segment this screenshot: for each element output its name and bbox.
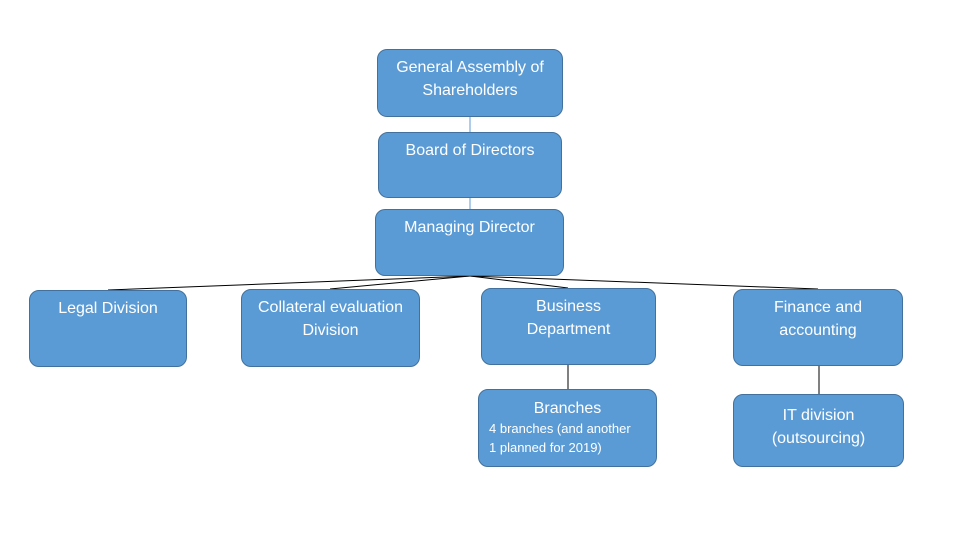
edge-managing-collateral bbox=[329, 275, 471, 290]
node-label: Branches bbox=[533, 400, 602, 417]
edge-managing-finance bbox=[469, 275, 819, 290]
node-board-of-directors: Board of Directors bbox=[378, 132, 562, 198]
node-general-assembly: General Assembly of Shareholders bbox=[377, 49, 563, 117]
node-finance-accounting: Finance and accounting bbox=[733, 289, 903, 366]
node-business-department: Business Department bbox=[481, 288, 656, 365]
node-managing-director: Managing Director bbox=[375, 209, 564, 276]
node-sublabel: 4 branches (and another bbox=[489, 421, 631, 436]
node-label: Collateral evaluation Division bbox=[258, 299, 403, 339]
node-label: IT division (outsourcing) bbox=[771, 407, 866, 447]
edge-managing-legal bbox=[107, 275, 471, 291]
edge-managing-business bbox=[469, 275, 569, 289]
node-label: Managing Director bbox=[404, 219, 535, 236]
node-collateral-evaluation: Collateral evaluation Division bbox=[241, 289, 420, 367]
node-label: Finance and accounting bbox=[773, 299, 863, 339]
node-it-division: IT division (outsourcing) bbox=[733, 394, 904, 467]
node-label: Business Department bbox=[526, 298, 611, 338]
node-sublabel: 1 planned for 2019) bbox=[489, 440, 602, 455]
node-label: Board of Directors bbox=[405, 142, 535, 159]
node-branches: Branches 4 branches (and another 1 plann… bbox=[478, 389, 657, 467]
node-label: Legal Division bbox=[58, 300, 158, 317]
node-label: General Assembly of Shareholders bbox=[396, 59, 544, 99]
node-legal-division: Legal Division bbox=[29, 290, 187, 367]
